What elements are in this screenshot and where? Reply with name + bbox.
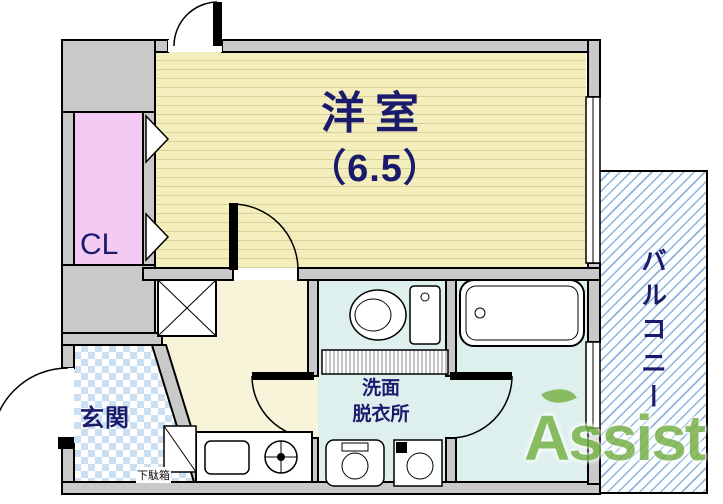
entrance-door-icon <box>0 367 74 449</box>
wall-segment <box>61 39 169 53</box>
washroom-label-line1: 洗面 <box>361 378 400 399</box>
wall-segment <box>61 39 156 113</box>
wall-segment <box>61 39 75 369</box>
wall-segment <box>61 481 601 495</box>
door-opening <box>168 40 222 52</box>
watermark-logo: Assist <box>524 402 706 474</box>
room-closet <box>74 112 143 265</box>
wall-segment <box>587 39 601 98</box>
wall-segment <box>61 443 75 495</box>
wall-segment <box>142 267 234 281</box>
wall-segment <box>61 332 163 346</box>
western-room-size: （6.5） <box>308 148 442 190</box>
top-door-icon <box>173 1 222 47</box>
room-western <box>155 52 586 268</box>
balcony-label: バルコニー <box>637 247 668 417</box>
wall-segment <box>61 264 156 346</box>
door-opening <box>62 368 74 444</box>
balcony: バルコニー <box>598 170 708 494</box>
wall-segment <box>297 267 601 281</box>
entrance-label: 玄関 <box>80 405 130 432</box>
western-room-name: 洋室 <box>321 89 429 138</box>
washroom-label-line2: 脱衣所 <box>352 403 410 425</box>
western-room-label: 洋室 （6.5） <box>260 89 490 190</box>
closet-label: CL <box>80 228 119 261</box>
washroom-label: 洗面 脱衣所 <box>320 376 442 427</box>
wall-segment <box>142 111 156 266</box>
wall-segment <box>221 39 601 53</box>
shoebox-label: 下駄箱 <box>136 467 171 483</box>
